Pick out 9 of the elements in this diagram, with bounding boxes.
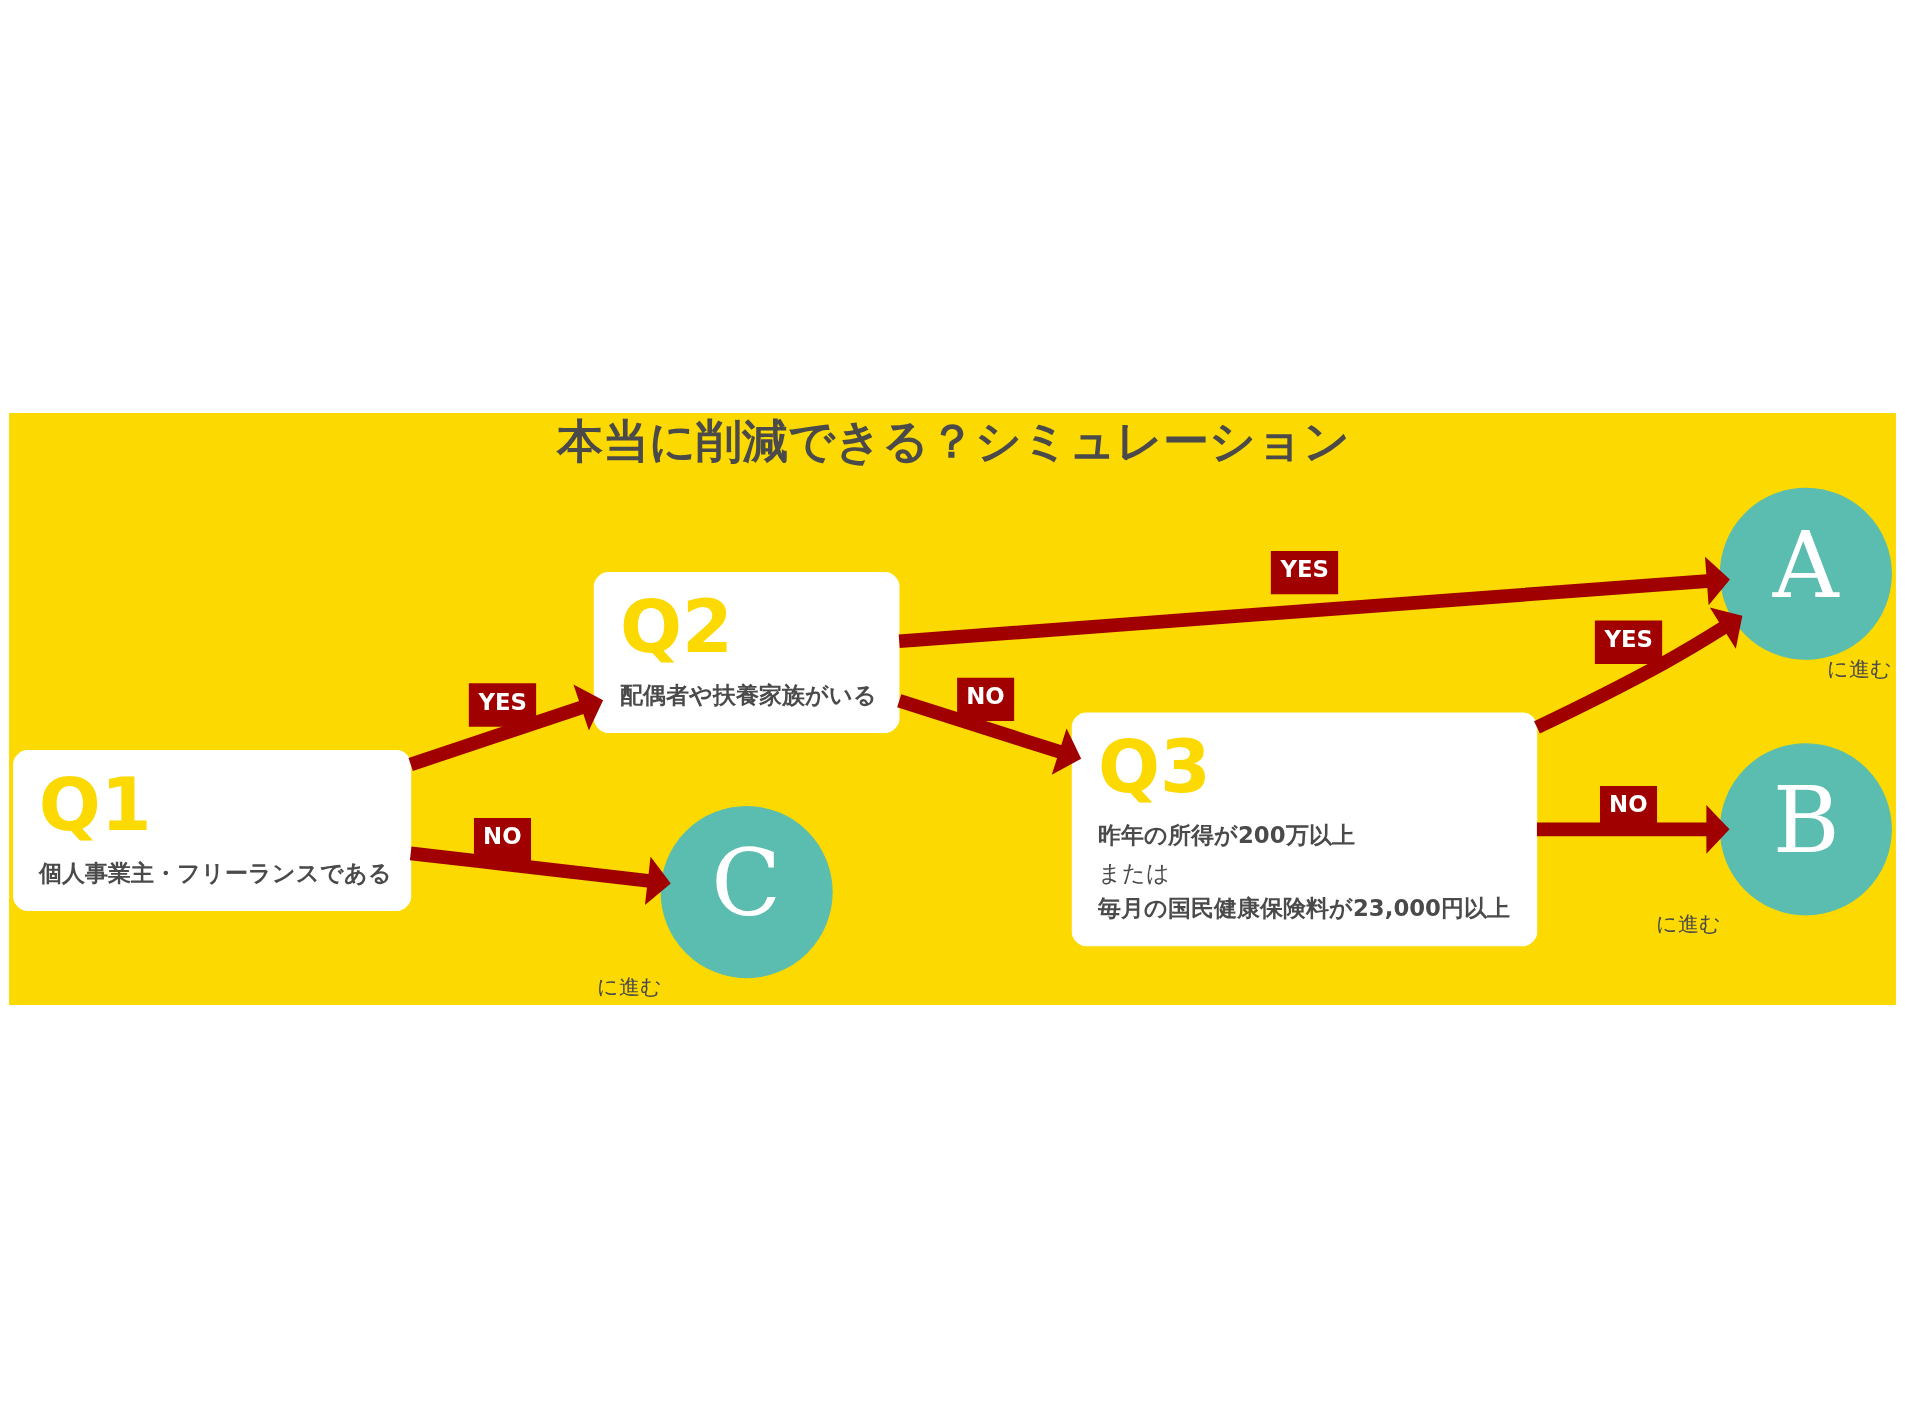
edge-label: YES xyxy=(1280,556,1330,583)
node-label: に進む xyxy=(1655,912,1721,937)
edge-label: NO xyxy=(1609,791,1648,818)
edge-label: YES xyxy=(478,688,528,715)
edge-label: YES xyxy=(1604,625,1654,652)
node-label: に進む xyxy=(596,975,662,1000)
edge-label: NO xyxy=(966,682,1005,709)
edge-label: NO xyxy=(483,823,522,850)
diagram-title: 本当に削減できる？シミュレーション xyxy=(557,415,1351,469)
